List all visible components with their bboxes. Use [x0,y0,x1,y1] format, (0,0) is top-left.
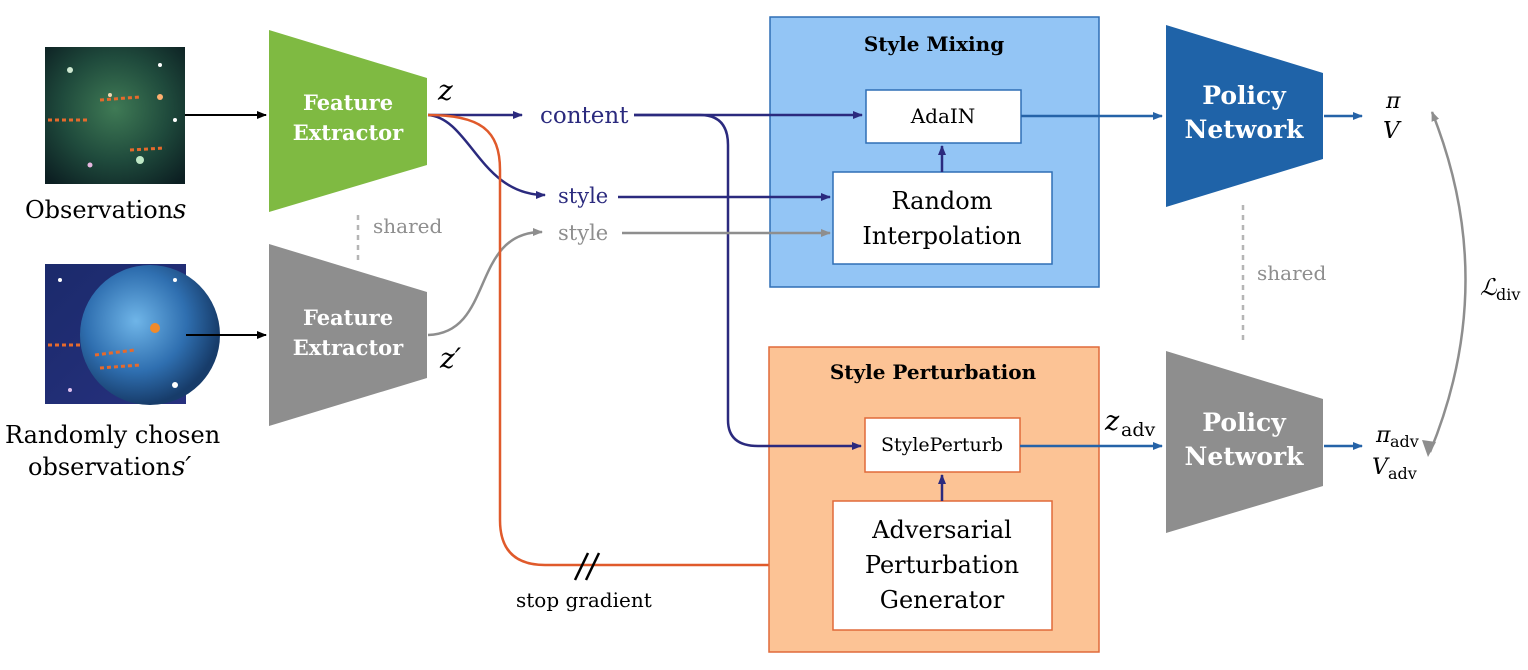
stop-gradient-mark-1 [573,552,590,581]
style-perturbation-module: Style Perturbation StylePerturb Adversar… [768,346,1100,653]
style-mixing-title: Style Mixing [864,32,1004,56]
feature-extractor-top-line2: Extractor [293,120,404,145]
z-adv-subscript: adv [1121,419,1155,441]
random-interpolation-box [832,171,1053,265]
feature-extractor-bottom-line2: Extractor [293,335,404,360]
v-adv-symbol: V [1372,455,1390,480]
observation-image [45,47,185,184]
random-observation-image [45,264,220,405]
generator-line3: Generator [880,586,1005,614]
diversity-loss-arrowhead-bottom [1422,440,1436,457]
policy-shared-label: shared [1257,261,1326,285]
adversarial-generator-box [832,500,1053,631]
feature-extractor-bottom-line1: Feature [303,305,393,330]
arrow-z-stop-gradient-to-generator [427,113,833,569]
policy-network-top-line2: Network [1185,115,1305,144]
observation-symbol: s [173,195,186,225]
policy-network-bottom: Policy Network [1166,351,1323,533]
random-observation-label-line2: observation [28,453,171,481]
policy-network-bottom-line2: Network [1185,442,1305,471]
generator-line2: Perturbation [865,551,1019,579]
feature-extractor-bottom: Feature Extractor [269,244,427,426]
random-interpolation-line1: Random [892,187,993,215]
v-symbol: V [1383,118,1402,144]
random-observation-symbol: s′ [172,452,191,482]
adain-label: AdaIN [910,104,976,128]
z-adv-symbol: z [1104,406,1120,437]
diversity-loss-arc [1428,111,1467,453]
style-perturbation-title: Style Perturbation [830,360,1037,384]
style-label: style [558,184,608,208]
extractor-shared-label: shared [373,214,442,238]
style-perturb-label: StylePerturb [881,434,1003,456]
loss-div-subscript: div [1496,285,1520,304]
style-perturb-box [864,417,1021,473]
z-prime-symbol: z′ [439,342,462,375]
arrow-z-to-style [427,113,546,199]
content-label: content [540,103,629,129]
policy-network-bottom-line1: Policy [1202,408,1287,437]
pi-adv-symbol: π [1375,423,1391,448]
z-symbol: z [437,74,453,107]
pi-adv-subscript: adv [1390,432,1419,451]
random-interpolation-line2: Interpolation [862,222,1021,250]
arrow-content-to-perturb [634,113,862,450]
observation-label: Observation [25,196,173,224]
policy-network-top-line1: Policy [1202,81,1287,110]
policy-network-top: Policy Network [1166,25,1323,207]
stop-gradient-mark-2 [584,552,601,581]
pi-symbol: π [1385,89,1401,114]
stop-gradient-label: stop gradient [516,588,652,612]
style-label-2: style [558,221,608,245]
generator-line1: Adversarial [871,516,1012,544]
feature-extractor-top-line1: Feature [303,90,393,115]
arrow-z-prime-to-style [427,228,543,337]
adain-box [865,89,1022,144]
style-mixing-module: Style Mixing AdaIN Random Interpolation [769,16,1100,288]
loss-div-symbol: ℒ [1480,275,1497,301]
v-adv-subscript: adv [1388,464,1417,483]
feature-extractor-top: Feature Extractor [269,30,427,212]
random-observation-label-line1: Randomly chosen [5,421,220,449]
